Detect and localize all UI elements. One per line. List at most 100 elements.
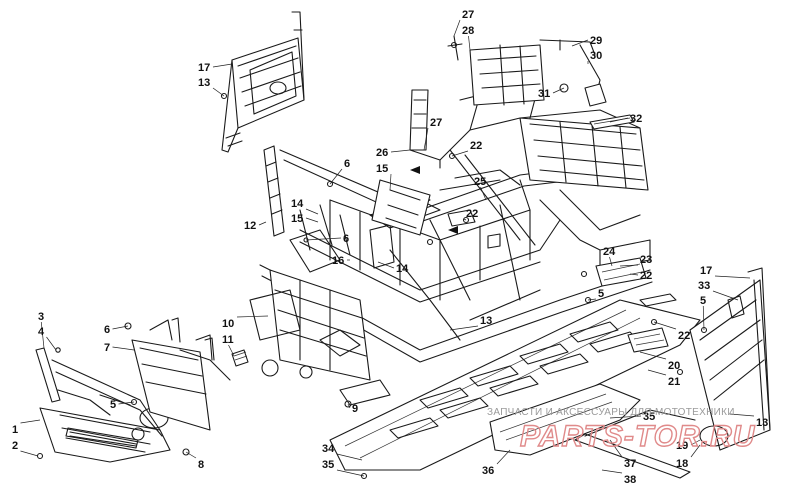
callout-leader-13 — [449, 325, 479, 331]
callout-22: 22 — [466, 208, 478, 220]
callout-6: 6 — [104, 324, 110, 336]
bracket-item-11 — [231, 349, 249, 367]
rear-rack-panel — [221, 11, 305, 153]
callout-12: 12 — [244, 220, 256, 232]
callout-7: 7 — [104, 342, 110, 354]
callout-15: 15 — [376, 163, 388, 175]
callout-leader-26 — [390, 149, 411, 153]
callout-13: 13 — [480, 315, 492, 327]
callout-leader-13 — [729, 413, 755, 417]
callout-17: 17 — [198, 62, 210, 74]
front-bumper — [35, 347, 171, 463]
callout-27: 27 — [430, 117, 442, 129]
callout-leader-28 — [468, 35, 471, 51]
callout-leader-23 — [619, 264, 639, 267]
callout-leader-5 — [118, 401, 135, 405]
watermark-logo: PARTS-TOR.RU — [520, 420, 756, 453]
callout-leader-38 — [601, 469, 623, 474]
callout-leader-24 — [609, 256, 613, 267]
callout-20: 20 — [668, 360, 680, 372]
callout-leader-7 — [112, 346, 135, 351]
callout-9: 9 — [352, 403, 358, 415]
callout-leader-8 — [185, 451, 197, 459]
callout-leader-10 — [236, 315, 269, 318]
watermark-caption: ЗАПЧАСТИ И АКСЕССУАРЫ ДЛЯ МОТОТЕХНИКИ — [487, 407, 735, 418]
left-upright-post — [263, 145, 285, 237]
callout-leader-5 — [702, 305, 705, 331]
callout-38: 38 — [624, 474, 636, 486]
callout-leader-22 — [451, 150, 469, 157]
callout-leader-32 — [609, 117, 629, 123]
callout-10: 10 — [222, 318, 234, 330]
marker-flag-22 — [448, 226, 458, 234]
callout-leader-27 — [423, 127, 429, 151]
skid-plate — [329, 293, 701, 471]
callout-leader-18 — [690, 444, 701, 458]
callout-leader-3 — [40, 321, 45, 349]
callout-32: 32 — [630, 113, 642, 125]
callout-leader-21 — [647, 369, 667, 376]
front-frame-section — [249, 179, 441, 406]
callout-5: 5 — [598, 288, 604, 300]
callout-35: 35 — [322, 459, 334, 471]
right-side-panel — [689, 267, 771, 451]
callout-37: 37 — [624, 458, 636, 470]
callout-17: 17 — [700, 265, 712, 277]
callout-leader-15 — [305, 217, 319, 223]
callout-3: 3 — [38, 311, 44, 323]
callout-11: 11 — [222, 334, 234, 346]
callout-22: 22 — [678, 330, 690, 342]
callout-leader-31 — [552, 87, 565, 94]
callout-leader-27 — [453, 19, 461, 37]
callout-6: 6 — [343, 233, 349, 245]
callout-leader-35 — [609, 415, 642, 419]
latch-assembly — [447, 35, 607, 107]
callout-33: 33 — [698, 280, 710, 292]
callout-leader-15 — [389, 173, 392, 191]
callout-leader-6 — [305, 237, 342, 241]
callout-34: 34 — [322, 443, 335, 455]
callout-23: 23 — [640, 254, 652, 266]
callout-8: 8 — [198, 459, 204, 471]
main-frame — [259, 79, 653, 363]
marker-flag-26 — [410, 166, 420, 174]
callout-4: 4 — [38, 326, 45, 338]
front-bumper-bracket — [131, 317, 231, 431]
callout-27: 27 — [462, 9, 474, 21]
callout-leader-9 — [347, 403, 351, 409]
callout-leader-11 — [228, 344, 235, 357]
bracket-item-24 — [595, 257, 647, 287]
callout-6: 6 — [344, 158, 350, 170]
callout-21: 21 — [668, 376, 680, 388]
callout-30: 30 — [590, 50, 602, 62]
callout-leader-14 — [305, 208, 319, 215]
callout-36: 36 — [482, 465, 494, 477]
callout-leader-33 — [712, 290, 739, 301]
callout-35: 35 — [643, 411, 655, 423]
callout-leader-36 — [496, 449, 511, 465]
callout-22: 22 — [470, 140, 482, 152]
callout-1: 1 — [12, 424, 18, 436]
skid-plate-slots — [389, 293, 677, 439]
callout-28: 28 — [462, 25, 474, 37]
callout-leader-12 — [258, 221, 267, 226]
bracket-item-26 — [409, 89, 441, 169]
callout-leader-35 — [336, 469, 365, 477]
callout-2: 2 — [12, 440, 18, 452]
callout-31: 31 — [538, 88, 550, 100]
callout-leader-2 — [20, 450, 39, 457]
callout-leader-19 — [690, 439, 701, 446]
callout-leader-17 — [714, 275, 751, 279]
callout-13: 13 — [198, 77, 210, 89]
callout-26: 26 — [376, 147, 388, 159]
callout-14: 14 — [291, 198, 304, 210]
callout-leader-29 — [571, 39, 589, 47]
callout-29: 29 — [590, 35, 602, 47]
callout-16: 16 — [332, 255, 344, 267]
callout-13: 13 — [756, 417, 768, 429]
callout-22: 22 — [640, 270, 652, 282]
callout-24: 24 — [603, 246, 616, 258]
callout-leader-1 — [20, 419, 41, 424]
callout-labels: 1234555666789101112131313141415151617171… — [12, 9, 768, 486]
